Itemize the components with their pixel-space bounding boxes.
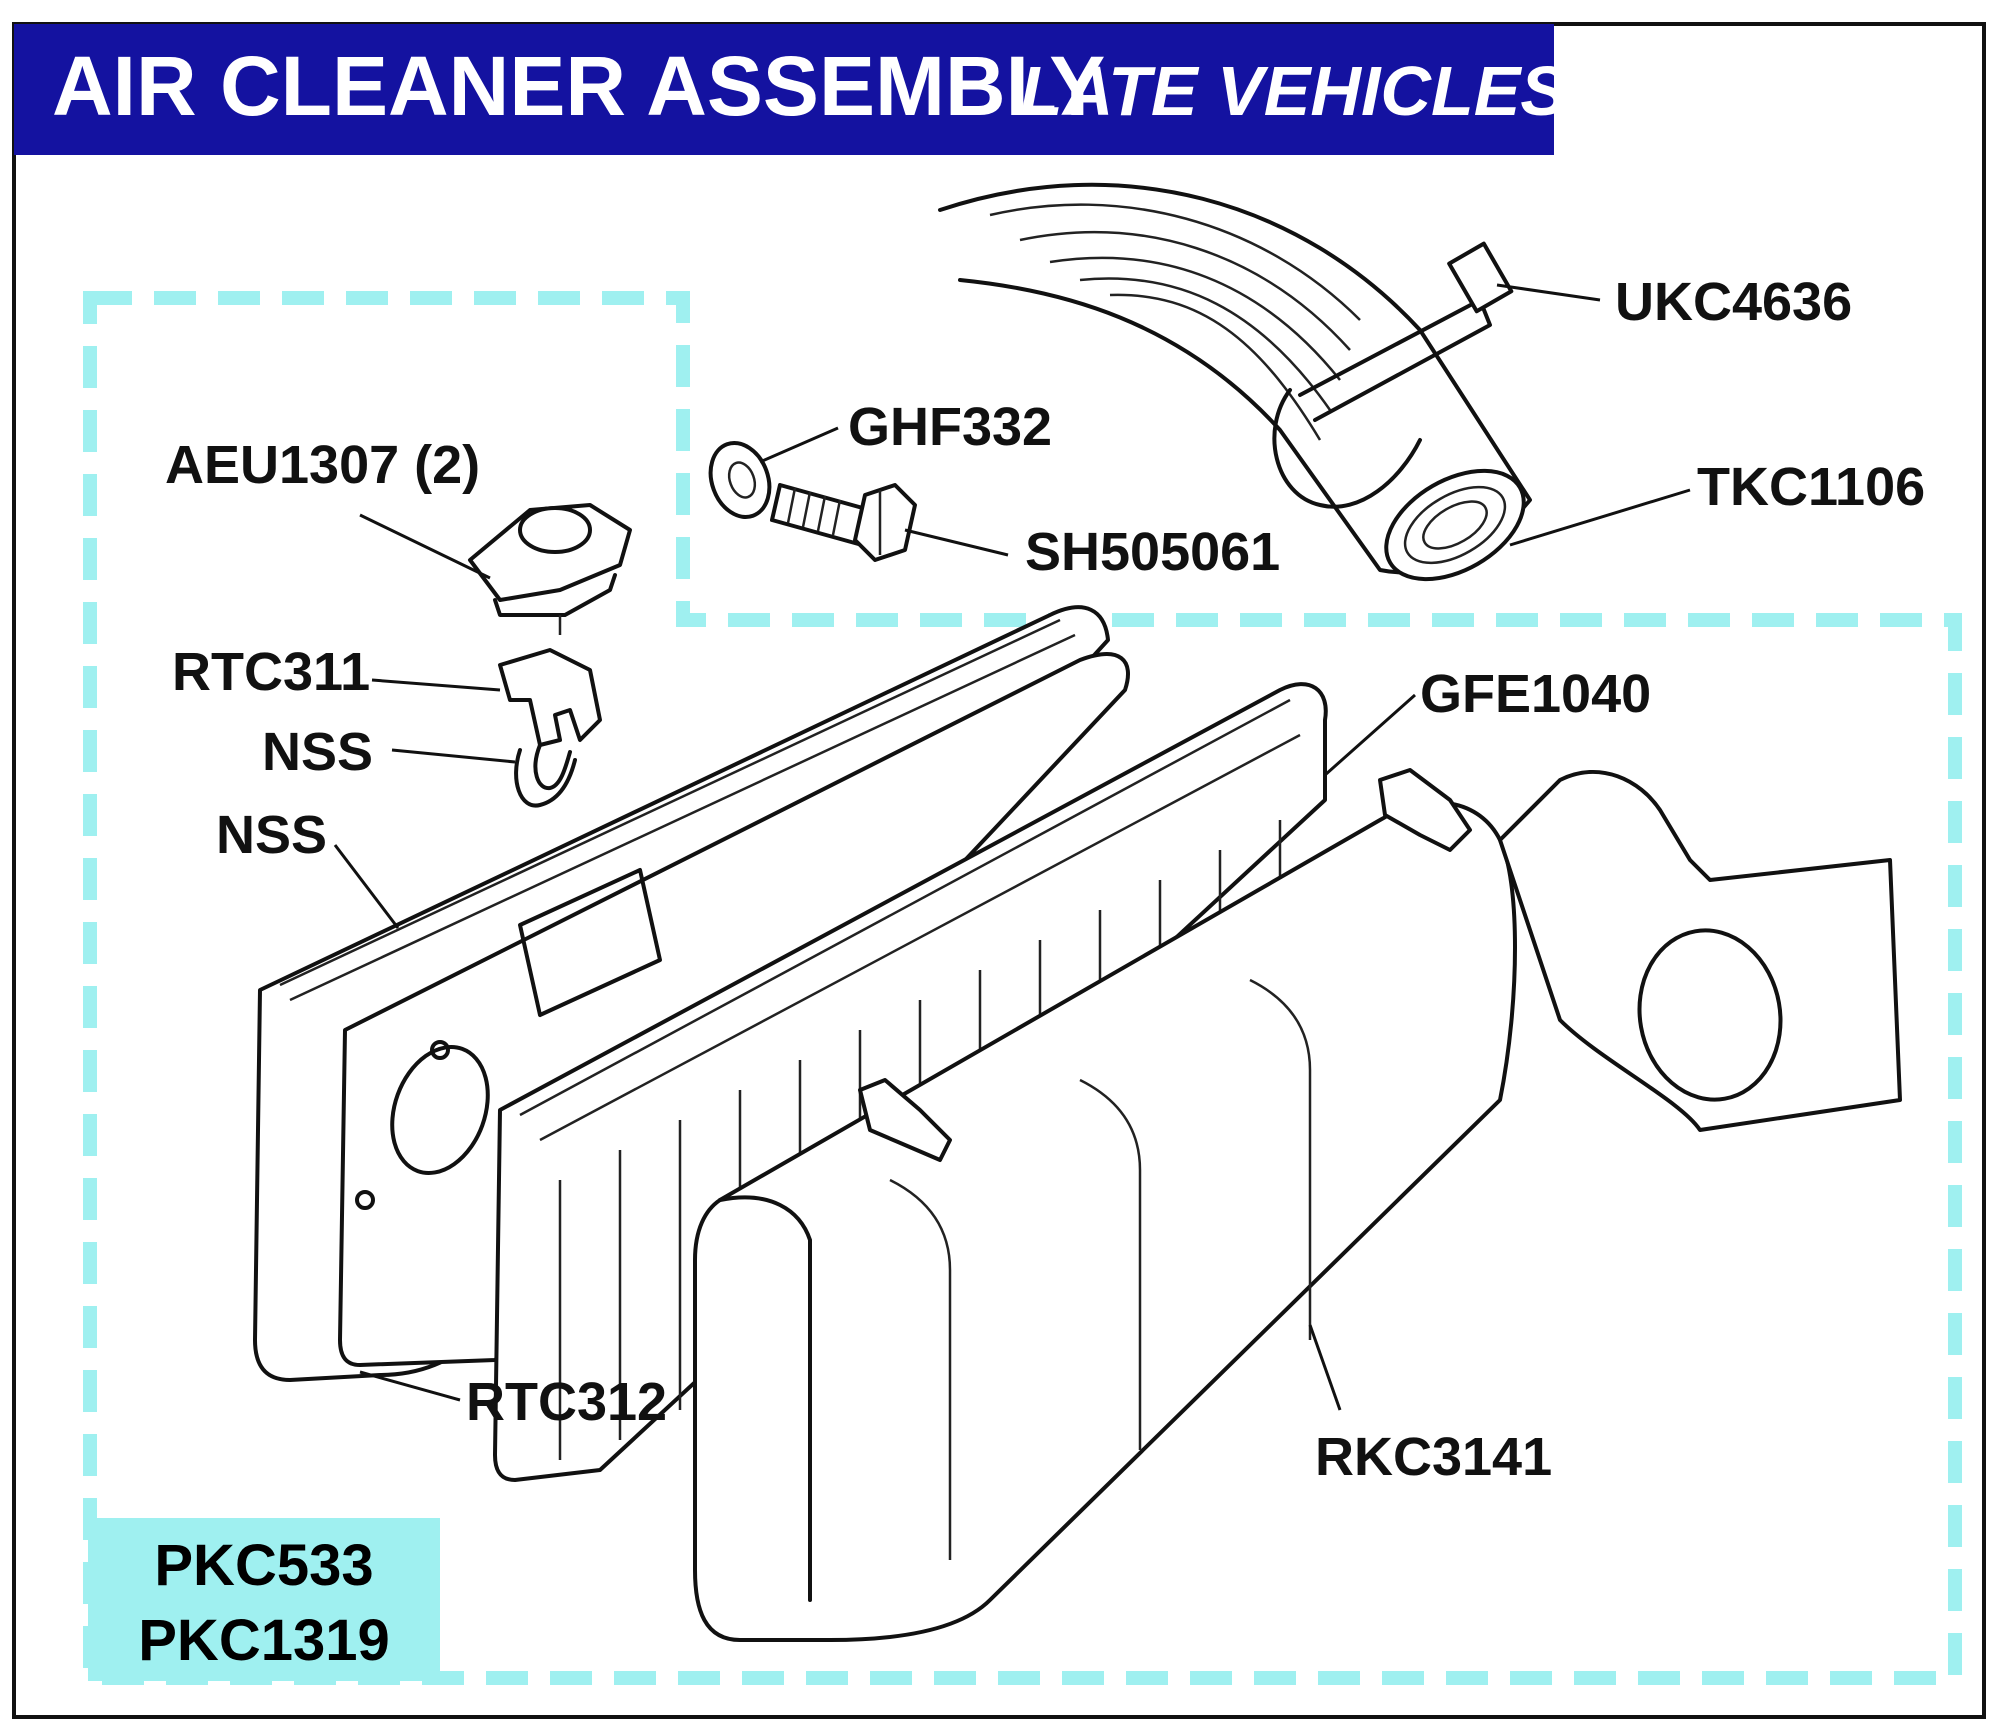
leader-sh505061 (904, 528, 1009, 557)
bolt-illustration (770, 483, 917, 562)
kit-box-background (88, 1518, 440, 1681)
leader-rtc311 (371, 678, 501, 692)
label-rtc311: RTC311 (172, 642, 370, 702)
label-sh505061: SH505061 (1025, 522, 1280, 582)
kit-box: PKC533 PKC1319 (88, 1518, 440, 1681)
intake-hose-illustration (938, 182, 1532, 582)
leader-rtc312 (359, 1370, 461, 1402)
kit-part-number-2: PKC1319 (138, 1608, 389, 1673)
leader-nss-1 (391, 748, 516, 764)
part-labels: UKC4636 GHF332 AEU1307 (2) TKC1106 SH505… (165, 272, 1925, 1487)
spring-clip-illustration (498, 648, 602, 747)
washer-illustration (708, 441, 772, 519)
label-gfe1040: GFE1040 (1420, 664, 1651, 724)
kit-part-number-1: PKC533 (154, 1533, 373, 1598)
leader-rkc3141 (1308, 1324, 1342, 1411)
title-main: AIR CLEANER ASSEMBLY (52, 39, 1105, 133)
label-aeu1307: AEU1307 (2) (165, 435, 480, 495)
leader-gfe1040 (1324, 693, 1416, 777)
leader-tkc1106 (1509, 488, 1691, 547)
label-tkc1106: TKC1106 (1697, 457, 1925, 517)
leader-lines (333, 283, 1691, 1411)
label-ukc4636: UKC4636 (1615, 272, 1852, 332)
leader-ghf332 (759, 426, 839, 464)
leader-nss-2 (333, 844, 400, 929)
label-rkc3141: RKC3141 (1315, 1427, 1552, 1487)
air-cleaner-housing-illustration (693, 768, 1902, 1642)
leader-ukc4636 (1496, 283, 1601, 302)
title-sub: LATE VEHICLES (1020, 52, 1567, 130)
leader-aeu1307 (359, 513, 491, 580)
kit-dashed-border (83, 291, 1962, 1685)
rubber-pipe-illustration (514, 743, 577, 808)
title-banner: AIR CLEANER ASSEMBLY LATE VEHICLES (14, 24, 1567, 155)
hose-clip-illustration (1272, 241, 1514, 509)
label-nss-2: NSS (216, 805, 327, 865)
label-rtc312: RTC312 (466, 1372, 667, 1432)
label-nss-1: NSS (262, 722, 373, 782)
label-ghf332: GHF332 (848, 397, 1052, 457)
mounting-rubber-illustration (468, 503, 632, 635)
title-background (14, 24, 1554, 155)
